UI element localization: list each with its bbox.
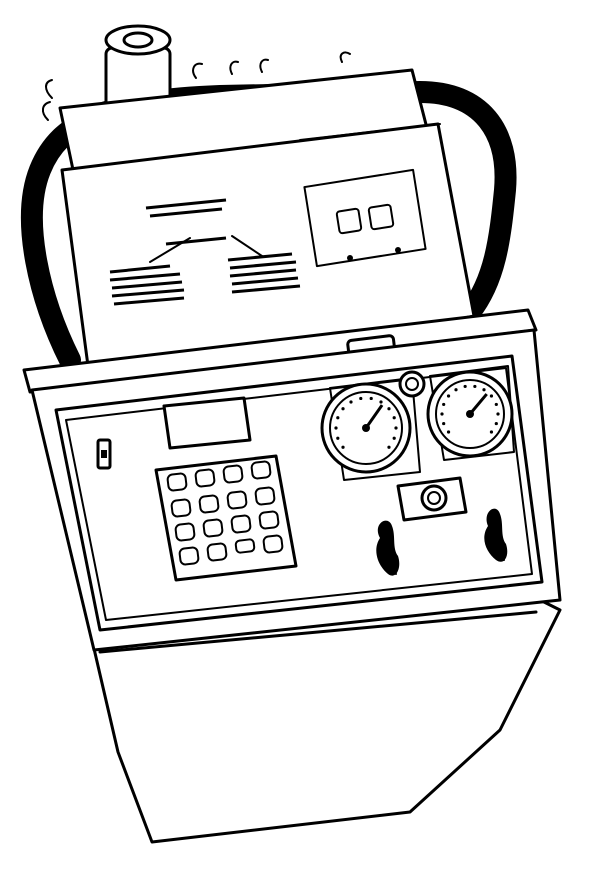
- gauge-tick: [392, 416, 396, 420]
- display-window: [162, 396, 252, 450]
- keypad: [154, 454, 298, 582]
- panel-inner-frame: [54, 354, 544, 632]
- lower-port-block: [396, 476, 468, 522]
- panel-top-lip: [22, 308, 538, 394]
- gauge-tick: [442, 402, 446, 407]
- gauge-tick: [379, 400, 383, 404]
- low-side-gauge: [320, 382, 412, 474]
- gauge-tick: [341, 445, 345, 449]
- left-valve-knob: [376, 520, 400, 576]
- gauge-tick: [446, 394, 451, 398]
- gauge-tick: [489, 430, 494, 434]
- gauge-tick: [454, 388, 458, 392]
- gauge-tick: [387, 445, 391, 449]
- hose-fitting-left: [42, 79, 53, 121]
- panel-display-box: [303, 168, 427, 268]
- gauge-tick: [446, 430, 451, 434]
- gauge-tick: [473, 384, 477, 389]
- gauge-tick: [334, 426, 338, 430]
- gauge-tick: [392, 436, 396, 440]
- gauge-tick: [494, 421, 498, 426]
- top-fittings: [42, 24, 432, 186]
- hose-fittings-top: [192, 51, 351, 79]
- control-panel: [22, 308, 562, 652]
- gauge-tick: [369, 396, 373, 401]
- gauge-tick: [442, 421, 446, 426]
- instruction-text-lines: [109, 198, 301, 306]
- right-valve-knob: [484, 508, 508, 562]
- gauge-tick: [336, 436, 340, 440]
- high-side-gauge: [426, 370, 514, 458]
- gauge-tick: [387, 407, 391, 411]
- gauge-tick: [394, 426, 398, 430]
- gauge-tick: [349, 400, 353, 404]
- center-port: [398, 370, 426, 398]
- gauge-tick: [494, 402, 498, 407]
- gauge-tick: [359, 396, 363, 401]
- gauge-tick: [482, 388, 486, 392]
- gauge-tick: [463, 384, 467, 389]
- gauge-tick: [496, 412, 500, 416]
- gauge-tick: [336, 416, 340, 420]
- gauge-tick: [440, 412, 444, 416]
- gauge-tick: [341, 407, 345, 411]
- gauge-tick: [489, 394, 494, 398]
